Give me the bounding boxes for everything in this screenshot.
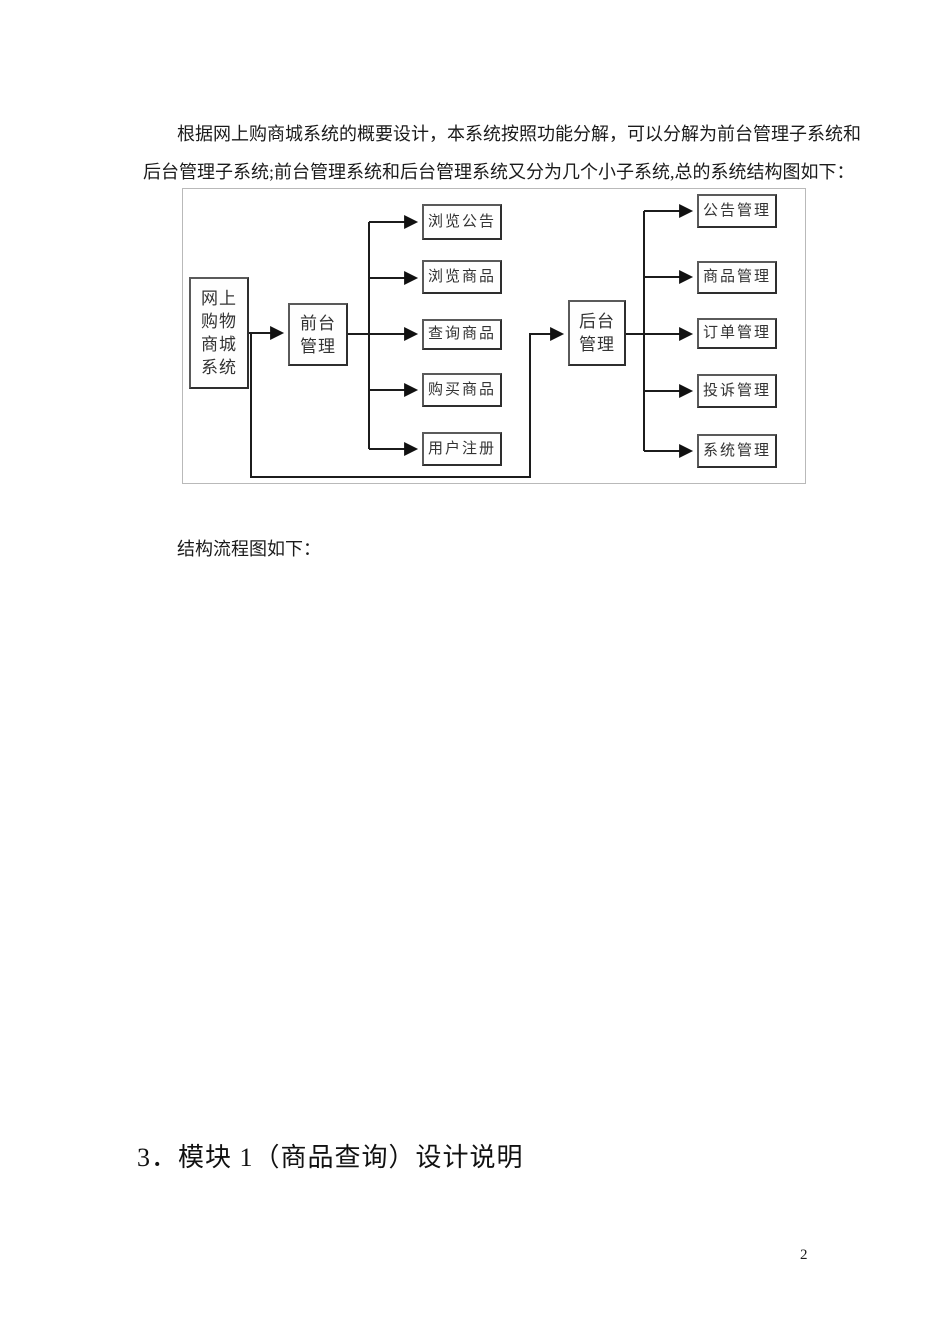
node-purchase-products: 购买商品 (422, 373, 502, 407)
node-system-management: 系统管理 (697, 434, 777, 468)
node-back-desk-management: 后台 管理 (568, 300, 626, 366)
system-structure-diagram: 网上 购物 商城 系统 前台 管理 后台 管理 浏览公告 浏览商品 查询商品 购… (182, 188, 806, 484)
flowchart-caption: 结构流程图如下： (177, 539, 321, 559)
intro-paragraph-line-1: 根据网上购商城系统的概要设计，本系统按照功能分解，可以分解为前台管理子系统和 (177, 124, 861, 144)
node-search-products: 查询商品 (422, 319, 502, 350)
intro-paragraph-line-2: 后台管理子系统;前台管理系统和后台管理系统又分为几个小子系统,总的系统结构图如下… (143, 162, 855, 182)
node-user-registration: 用户注册 (422, 432, 502, 466)
node-online-shopping-mall-system: 网上 购物 商城 系统 (189, 277, 249, 389)
node-order-management: 订单管理 (697, 318, 777, 349)
node-browse-products: 浏览商品 (422, 260, 502, 294)
section-heading-module1-product-query: 3．模块 1（商品查询）设计说明 (137, 1143, 524, 1172)
node-announcement-management: 公告管理 (697, 194, 777, 228)
node-product-management: 商品管理 (697, 261, 777, 294)
node-front-desk-management: 前台 管理 (288, 303, 348, 366)
page-number: 2 (800, 1247, 808, 1263)
node-browse-announcements: 浏览公告 (422, 204, 502, 240)
diagram-connector-lines (249, 204, 694, 478)
node-complaint-management: 投诉管理 (697, 374, 777, 408)
